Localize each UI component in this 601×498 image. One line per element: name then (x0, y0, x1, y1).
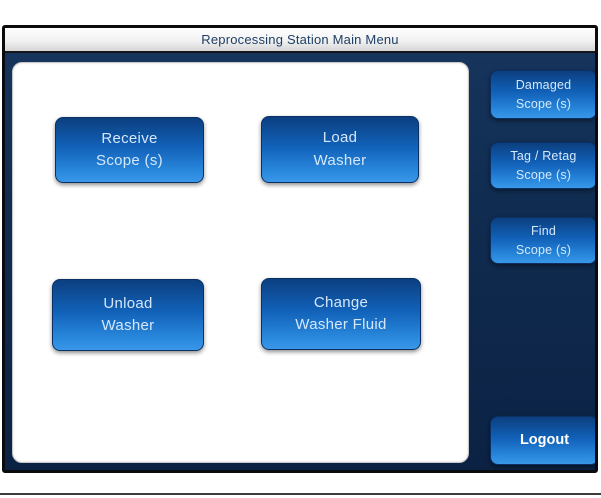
document-bottom-rule (0, 493, 601, 495)
find-scopes-label-line2: Scope (s) (515, 242, 572, 257)
unload-washer-label-line1: Unload (103, 294, 153, 312)
logout-label: Logout (519, 431, 570, 448)
load-washer-label-line1: Load (322, 129, 358, 146)
logout-button[interactable]: Logout (490, 416, 595, 465)
receive-scopes-label-line1: Receive (101, 129, 158, 147)
change-washer-fluid-label-line2: Washer Fluid (295, 316, 387, 333)
find-scopes-label-line1: Find (530, 224, 557, 239)
tag-retag-scopes-label-line2: Scope (s) (515, 167, 572, 182)
change-washer-fluid-label-line1: Change (313, 293, 369, 311)
damaged-scopes-label-line1: Damaged (515, 78, 572, 93)
page-title: Reprocessing Station Main Menu (201, 32, 399, 47)
unload-washer-label-line2: Washer (101, 317, 155, 334)
change-washer-fluid-button[interactable]: Change Washer Fluid (261, 278, 421, 350)
unload-washer-button[interactable]: Unload Washer (52, 279, 204, 351)
tag-retag-scopes-label-line1: Tag / Retag (510, 149, 577, 164)
receive-scopes-button[interactable]: Receive Scope (s) (55, 117, 204, 183)
tag-retag-scopes-button[interactable]: Tag / Retag Scope (s) (490, 142, 595, 189)
load-washer-label-line2: Washer (313, 151, 367, 169)
load-washer-button[interactable]: Load Washer (261, 116, 419, 183)
reprocessing-station-window: Reprocessing Station Main Menu Receive S… (2, 25, 598, 473)
damaged-scopes-label-line2: Scope (s) (515, 96, 572, 111)
damaged-scopes-button[interactable]: Damaged Scope (s) (490, 70, 595, 119)
receive-scopes-label-line2: Scope (s) (96, 152, 163, 169)
find-scopes-button[interactable]: Find Scope (s) (490, 217, 595, 264)
title-bar: Reprocessing Station Main Menu (5, 28, 595, 53)
